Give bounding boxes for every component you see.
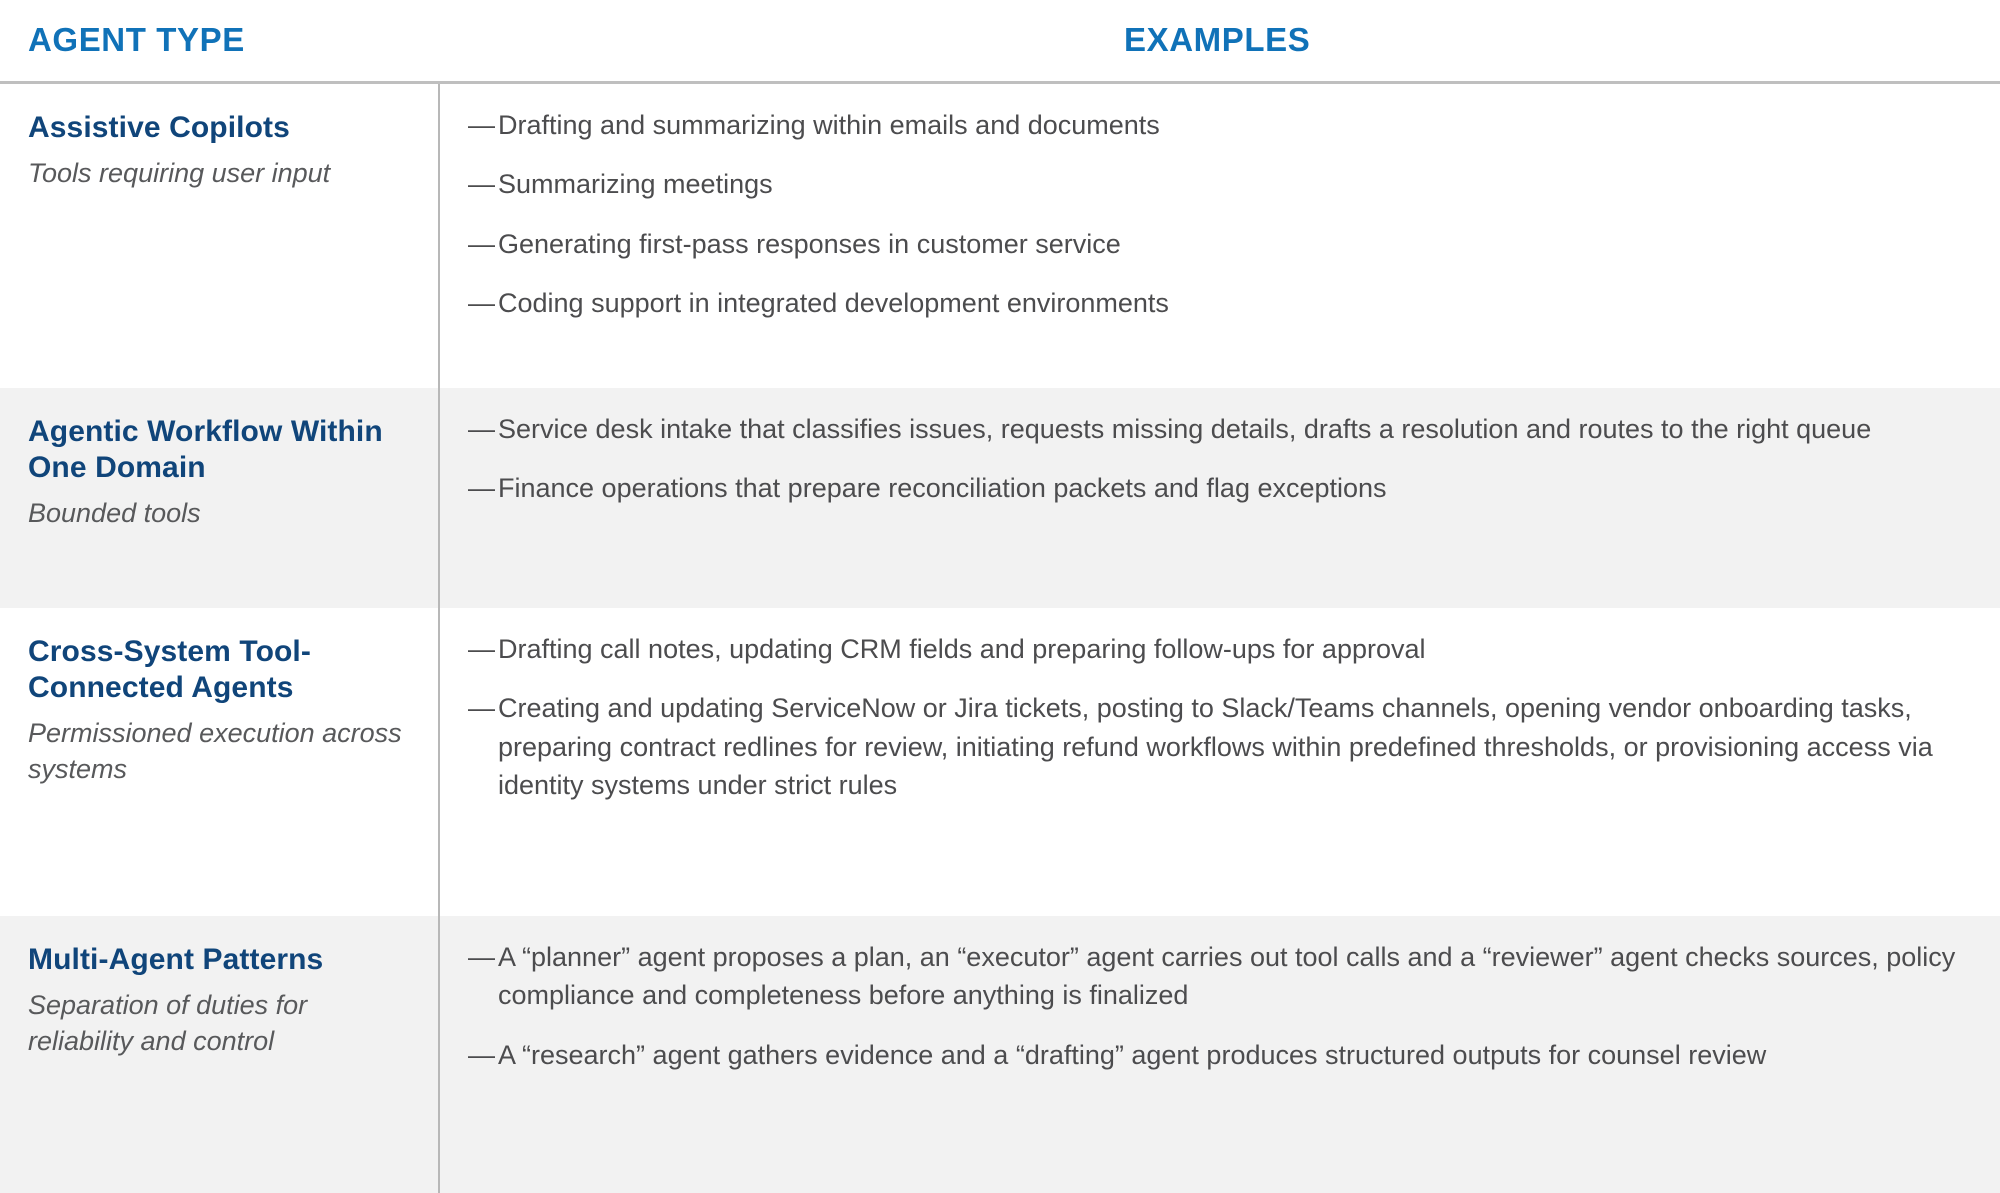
example-text: Drafting and summarizing within emails a… <box>498 110 1160 140</box>
example-text: Finance operations that prepare reconcil… <box>498 473 1387 504</box>
em-dash-bullet-icon: — <box>468 228 495 259</box>
em-dash-bullet-icon: — <box>468 634 495 664</box>
column-divider <box>438 608 440 916</box>
example-item: — Coding support in integrated developme… <box>468 284 1974 322</box>
agent-type-title: Assistive Copilots <box>28 111 290 144</box>
example-item: — Generating first-pass responses in cus… <box>468 225 1974 263</box>
example-text: A “planner” agent proposes a plan, an “e… <box>498 942 1956 1011</box>
em-dash-bullet-icon: — <box>468 1039 495 1070</box>
example-item: — Creating and updating ServiceNow or Ji… <box>468 689 1974 804</box>
em-dash-bullet-icon: — <box>468 942 495 972</box>
em-dash-bullet-icon: — <box>468 287 495 318</box>
agent-type-subtitle: Separation of duties for reliability and… <box>28 990 308 1056</box>
column-divider <box>438 916 440 1193</box>
em-dash-bullet-icon: — <box>468 169 495 200</box>
em-dash-bullet-icon: — <box>468 693 495 724</box>
table-row: Agentic Workflow Within One Domain Bound… <box>0 388 2000 608</box>
example-text: Creating and updating ServiceNow or Jira… <box>498 693 1933 800</box>
em-dash-bullet-icon: — <box>468 414 495 444</box>
agent-type-cell: Multi-Agent Patterns Separation of dutie… <box>0 916 438 1193</box>
column-header-agent-type: AGENT TYPE <box>28 21 245 58</box>
example-text: Summarizing meetings <box>498 169 773 200</box>
example-item: — Drafting and summarizing within emails… <box>468 106 1974 144</box>
example-text: A “research” agent gathers evidence and … <box>498 1039 1767 1070</box>
agent-type-title: Agentic Workflow Within One Domain <box>28 415 383 484</box>
example-item: — Drafting call notes, updating CRM fiel… <box>468 630 1974 668</box>
examples-cell: — Service desk intake that classifies is… <box>440 388 2000 608</box>
examples-cell: — Drafting call notes, updating CRM fiel… <box>440 608 2000 916</box>
em-dash-bullet-icon: — <box>468 473 495 504</box>
agent-type-subtitle: Tools requiring user input <box>28 158 331 188</box>
table-row: Assistive Copilots Tools requiring user … <box>0 84 2000 388</box>
example-text: Coding support in integrated development… <box>498 287 1169 318</box>
example-item: — Finance operations that prepare reconc… <box>468 469 1974 507</box>
agent-type-cell: Assistive Copilots Tools requiring user … <box>0 84 438 388</box>
examples-cell: — Drafting and summarizing within emails… <box>440 84 2000 388</box>
table-header-row: AGENT TYPE EXAMPLES <box>0 0 2000 84</box>
table-row: Cross-System Tool-Connected Agents Permi… <box>0 608 2000 916</box>
example-text: Service desk intake that classifies issu… <box>498 414 1872 444</box>
agent-type-title: Cross-System Tool-Connected Agents <box>28 635 311 704</box>
examples-cell: — A “planner” agent proposes a plan, an … <box>440 916 2000 1193</box>
agent-type-cell: Cross-System Tool-Connected Agents Permi… <box>0 608 438 916</box>
column-divider <box>438 84 440 388</box>
example-item: — A “research” agent gathers evidence an… <box>468 1036 1974 1074</box>
example-item: — Summarizing meetings <box>468 165 1974 203</box>
agent-type-subtitle: Permissioned execution across systems <box>28 718 402 784</box>
column-divider <box>438 388 440 608</box>
example-text: Generating first-pass responses in custo… <box>498 228 1121 259</box>
agent-type-title: Multi-Agent Patterns <box>28 943 324 976</box>
agent-type-subtitle: Bounded tools <box>28 498 201 528</box>
table-row: Multi-Agent Patterns Separation of dutie… <box>0 916 2000 1193</box>
example-item: — A “planner” agent proposes a plan, an … <box>468 938 1974 1015</box>
example-text: Drafting call notes, updating CRM fields… <box>498 634 1426 664</box>
example-item: — Service desk intake that classifies is… <box>468 410 1974 448</box>
em-dash-bullet-icon: — <box>468 110 495 140</box>
agent-type-cell: Agentic Workflow Within One Domain Bound… <box>0 388 438 608</box>
column-header-examples: EXAMPLES <box>1124 21 1311 58</box>
